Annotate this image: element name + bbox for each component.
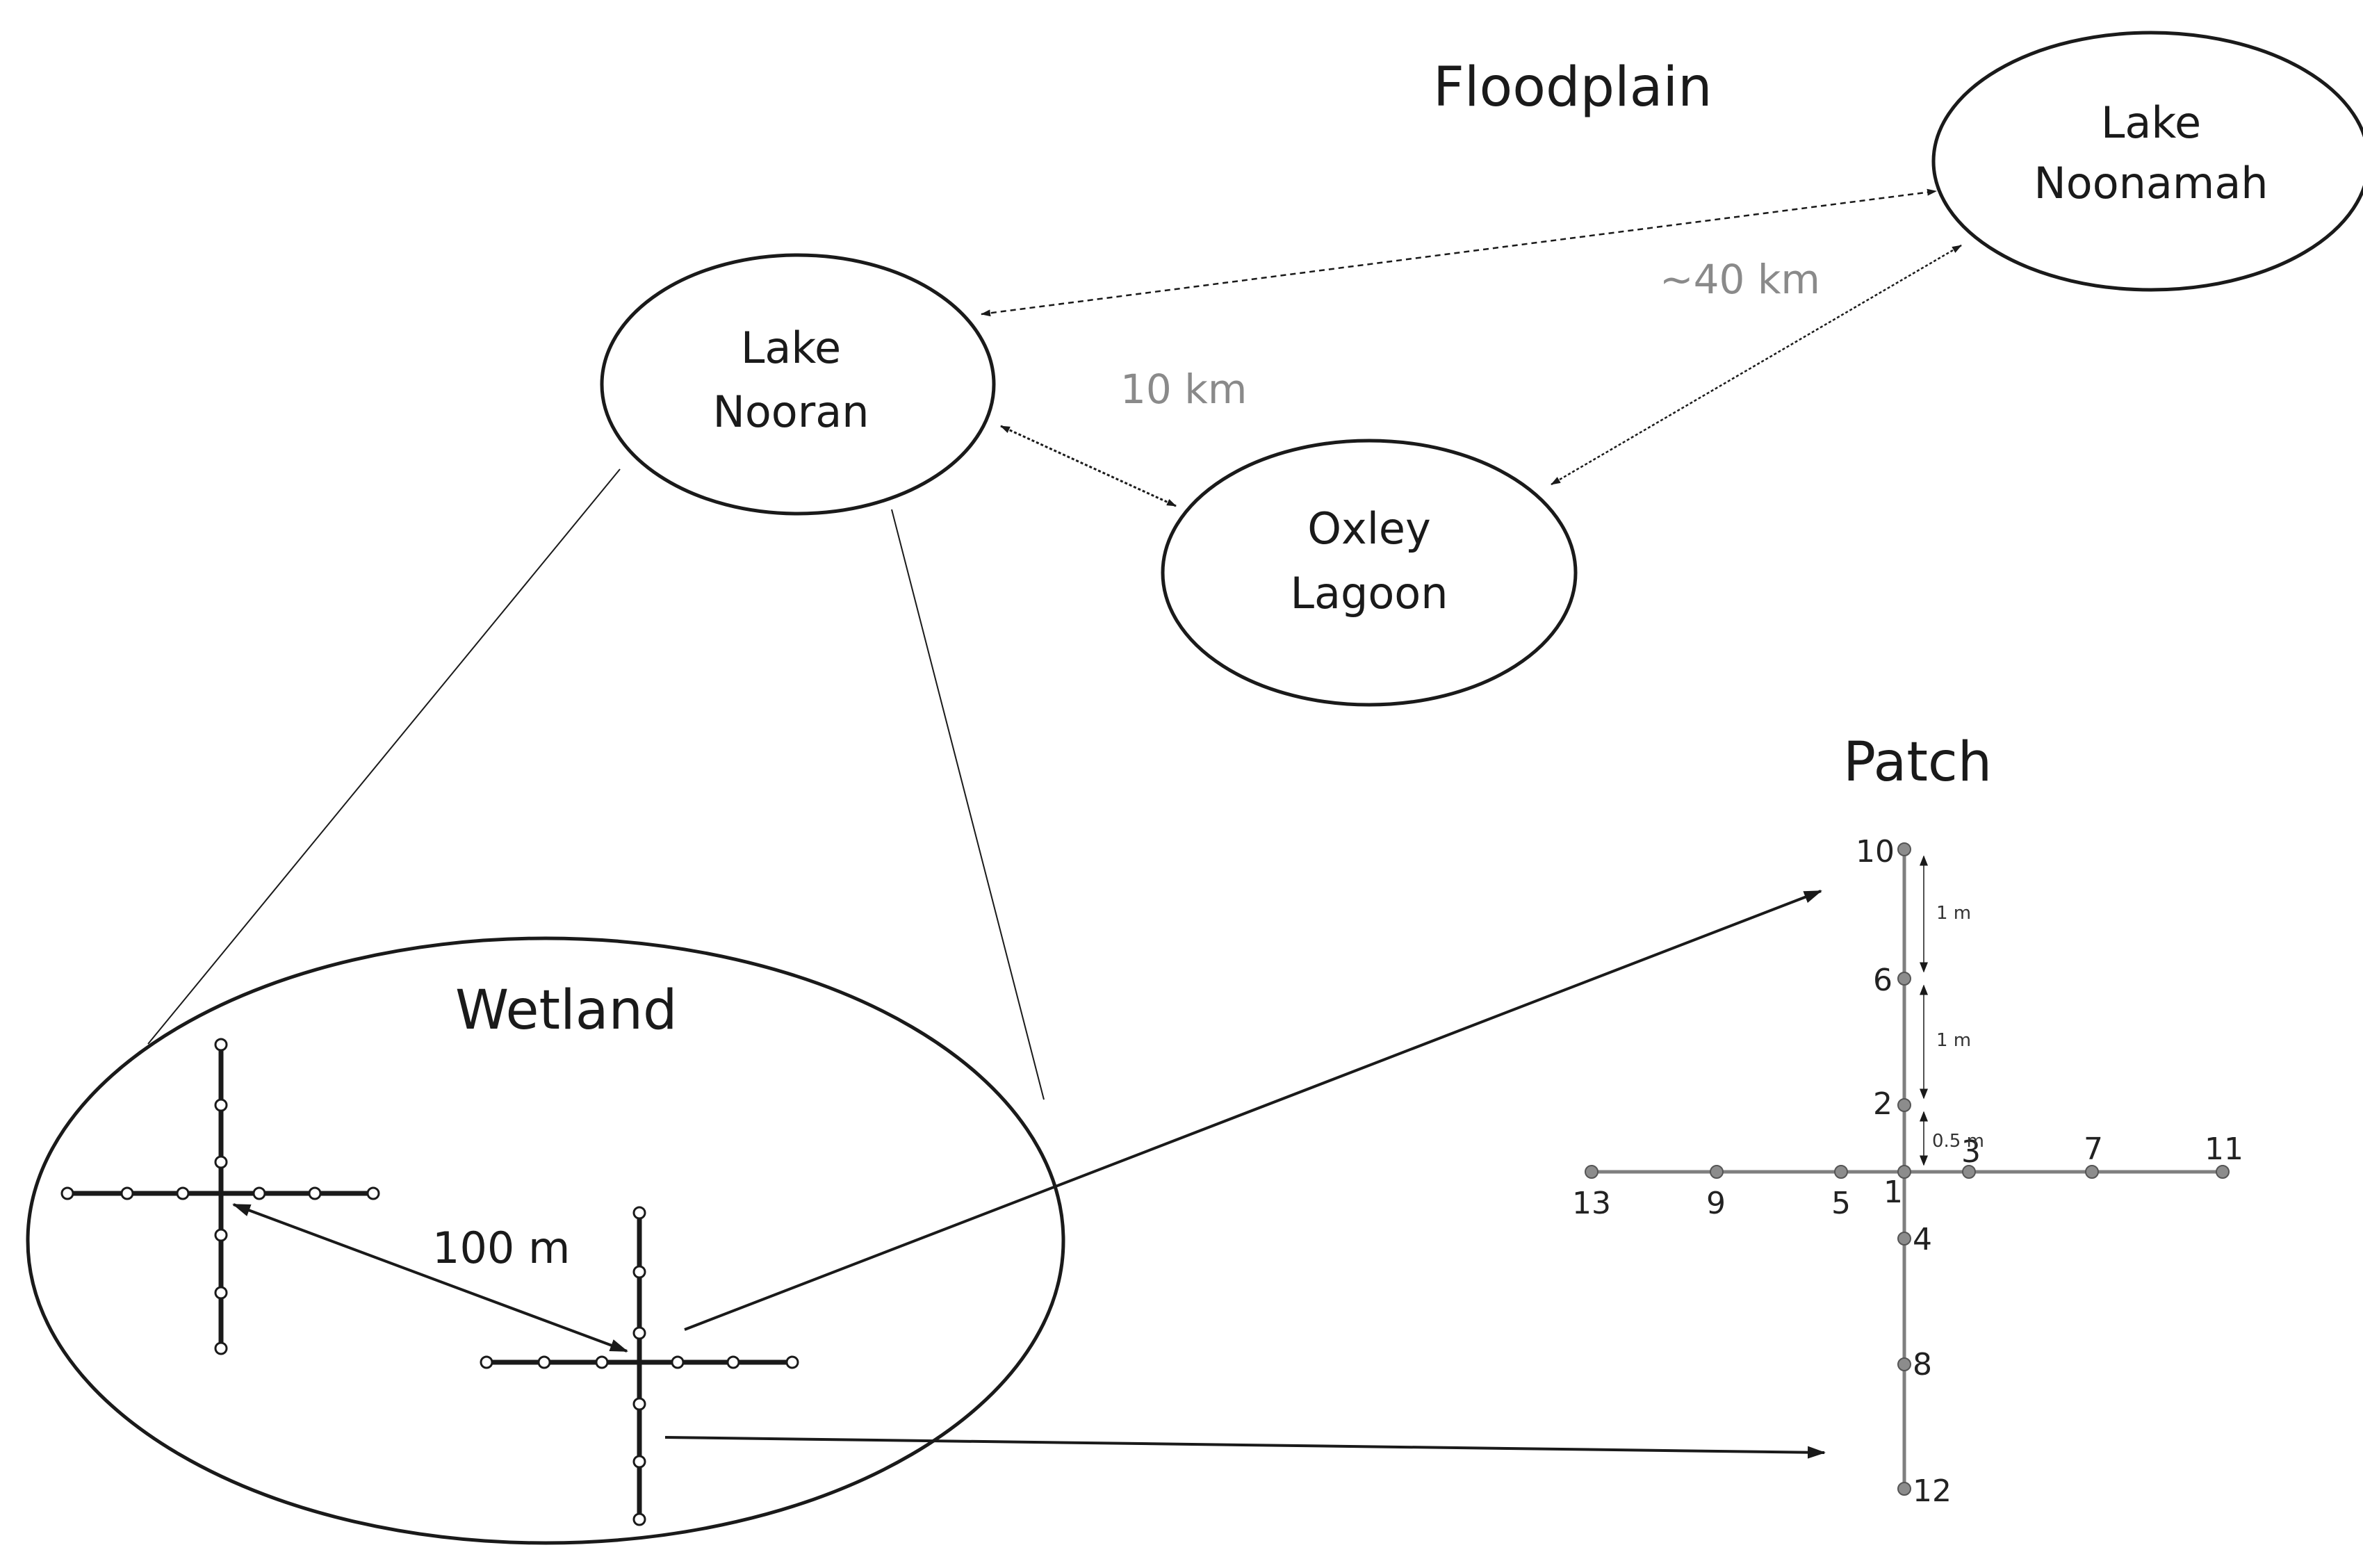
- arrow-to-patch-lower: [664, 1436, 1826, 1459]
- cross-right-point: [537, 1355, 551, 1369]
- patch-label-9: 9: [1706, 1186, 1726, 1221]
- cross-right-point: [785, 1355, 799, 1369]
- cross-right-point: [480, 1355, 493, 1369]
- cross-left-point: [60, 1186, 74, 1200]
- lake-noonamah-ellipse: [1931, 31, 2363, 292]
- patch-point-10: [1897, 842, 1911, 856]
- cross-left-point: [214, 1286, 228, 1300]
- patch-label-2: 2: [1873, 1086, 1892, 1122]
- patch-label-12: 12: [1913, 1473, 1952, 1509]
- floodplain-title: Floodplain: [1433, 56, 1712, 119]
- arrow-to-patch-upper: [684, 890, 1822, 1331]
- patch-label-7: 7: [2084, 1132, 2103, 1167]
- lake-noonamah-label-line1: Lake: [2101, 97, 2201, 148]
- patch-label-5: 5: [1831, 1186, 1851, 1221]
- arrow-nooran-oxley: [1000, 425, 1177, 507]
- cross-left-point: [214, 1038, 228, 1052]
- patch-label-3: 3: [1961, 1134, 1981, 1170]
- wetland-ellipse: [26, 936, 1065, 1545]
- oxley-lagoon-label-line1: Oxley: [1307, 503, 1431, 554]
- wetland: Wetland: [26, 936, 1065, 1545]
- patch-label-4: 4: [1913, 1222, 1932, 1257]
- oxley-lagoon: Oxley Lagoon: [1161, 439, 1578, 707]
- cross-left-point: [308, 1186, 322, 1200]
- cross-right-point: [632, 1512, 646, 1526]
- lake-noonamah-label-line2: Noonamah: [2034, 158, 2268, 209]
- cross-left-point: [120, 1186, 134, 1200]
- spacing-label-first: 1 m: [1936, 903, 1971, 924]
- patch-point-5: [1834, 1165, 1848, 1179]
- patch-label-13: 13: [1572, 1186, 1611, 1221]
- distance-label-10km: 10 km: [1120, 366, 1247, 413]
- cross-right-point: [671, 1355, 685, 1369]
- cross-left-point: [252, 1186, 266, 1200]
- arrow-100m: [232, 1203, 628, 1353]
- cross-left-point: [214, 1228, 228, 1242]
- oxley-lagoon-ellipse: [1161, 439, 1578, 707]
- zoom-line-right: [891, 509, 1045, 1100]
- wetland-cross-left: [60, 1038, 380, 1355]
- patch-point-13: [1585, 1165, 1598, 1179]
- distance-label-40km: ~40 km: [1660, 256, 1820, 303]
- patch-point-12: [1897, 1482, 1911, 1496]
- lake-nooran-ellipse: [600, 253, 996, 516]
- cross-left-point: [214, 1098, 228, 1112]
- cross-left-point: [366, 1186, 380, 1200]
- lake-noonamah: Lake Noonamah: [1931, 31, 2363, 292]
- cross-right-point: [595, 1355, 609, 1369]
- patch-point-7: [2085, 1165, 2099, 1179]
- patch-point-4: [1897, 1232, 1911, 1246]
- arrow-oxley-noonamah: [1551, 244, 1962, 486]
- spacing-label-third: 0.5 m: [1932, 1131, 1984, 1152]
- cross-right-point: [632, 1397, 646, 1411]
- patch-point-3: [1962, 1165, 1976, 1179]
- cross-right-point: [632, 1455, 646, 1469]
- arrow-nooran-noonamah: [981, 188, 1937, 317]
- patch-label-1: 1: [1883, 1175, 1903, 1210]
- patch-point-6: [1897, 972, 1911, 986]
- lake-nooran-label-line2: Nooran: [712, 386, 869, 437]
- spacing-label-second: 1 m: [1936, 1030, 1971, 1051]
- patch-point-11: [2216, 1165, 2230, 1179]
- oxley-lagoon-label-line2: Lagoon: [1290, 568, 1448, 619]
- wetland-cross-right: [480, 1206, 799, 1526]
- zoom-line-left: [147, 468, 621, 1045]
- cross-right-point: [632, 1326, 646, 1340]
- lake-nooran-label-line1: Lake: [741, 322, 841, 373]
- cross-right-point: [726, 1355, 740, 1369]
- cross-left-point: [214, 1341, 228, 1355]
- patch-label-10: 10: [1856, 834, 1895, 869]
- patch: Patch 10 6 2 1 4 8 12 13 9 5 3 7: [1572, 731, 2243, 1509]
- distance-label-100m: 100 m: [432, 1223, 570, 1273]
- cross-right-point: [632, 1265, 646, 1279]
- wetland-title: Wetland: [455, 979, 678, 1042]
- patch-title: Patch: [1843, 731, 1992, 794]
- cross-right-point: [632, 1206, 646, 1220]
- patch-point-8: [1897, 1357, 1911, 1371]
- patch-label-11: 11: [2205, 1132, 2243, 1167]
- patch-point-1: [1897, 1165, 1911, 1179]
- patch-label-8: 8: [1913, 1347, 1932, 1382]
- patch-point-2: [1897, 1098, 1911, 1112]
- lake-nooran: Lake Nooran: [600, 253, 996, 516]
- cross-left-point: [214, 1155, 228, 1169]
- patch-point-9: [1710, 1165, 1724, 1179]
- patch-label-6: 6: [1873, 963, 1892, 998]
- cross-left-point: [176, 1186, 190, 1200]
